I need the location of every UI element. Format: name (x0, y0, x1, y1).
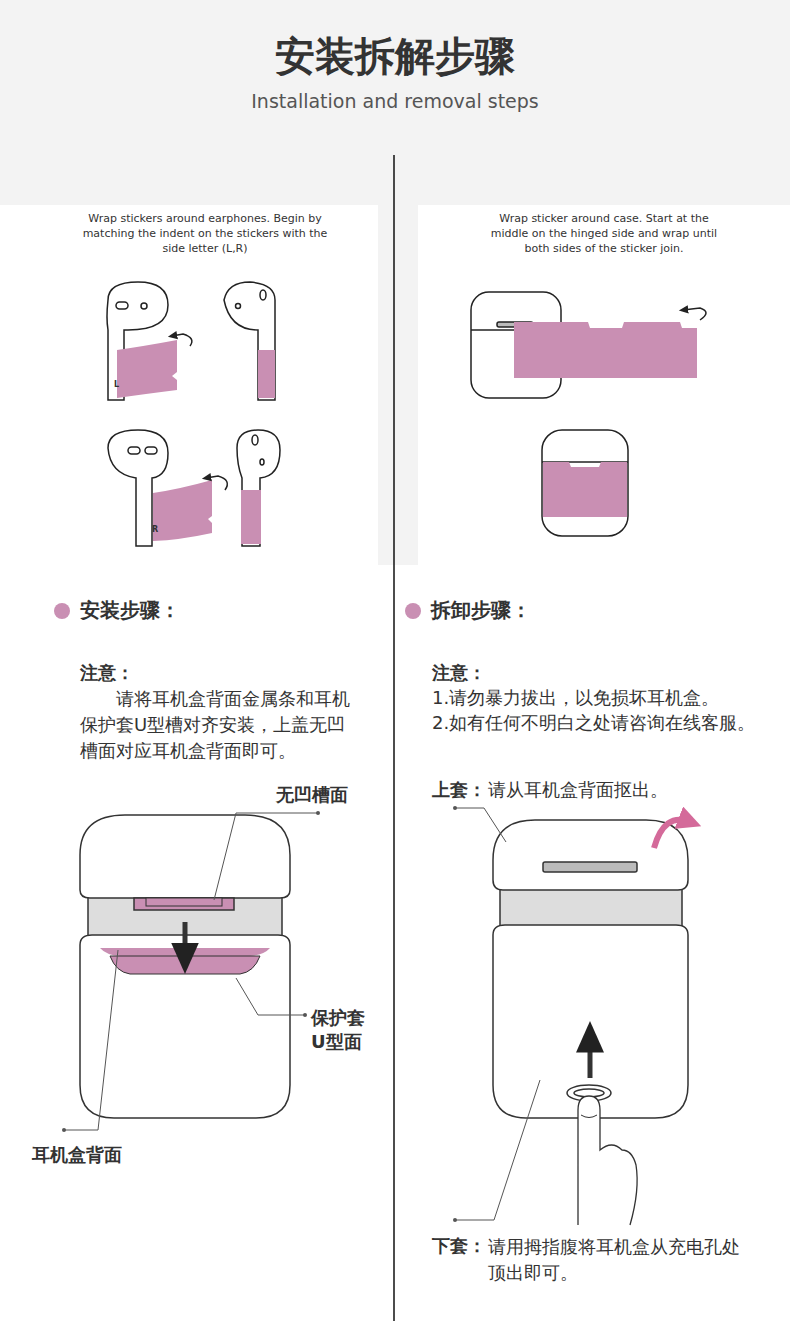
part-label: 耳机盒背面 (32, 1143, 152, 1166)
instruction-note: Wrap stickers around earphones. Begin by… (80, 211, 330, 256)
section-heading: 拆卸步骤： (431, 597, 631, 623)
side-letter: R (152, 525, 164, 535)
note-text: 1.请勿暴力拔出，以免损坏耳机盒。 (432, 686, 782, 709)
bullet (405, 603, 421, 619)
case-sticker (514, 322, 697, 378)
step-heading: 上套： (432, 778, 492, 801)
step-text: 请从耳机盒背面抠出。 (488, 778, 748, 801)
page-title: 安装拆解步骤 (145, 30, 645, 82)
part-label: 无凹槽面 (276, 783, 376, 806)
case-sticker (543, 462, 627, 517)
down-arrow (183, 922, 188, 960)
thumb-nail (581, 1115, 597, 1118)
instruction-note: Wrap sticker around case. Start at the m… (486, 211, 722, 256)
pry-arrow (654, 820, 690, 848)
note-text: 请将耳机盒背面金属条和耳机保护套U型槽对齐安装，上盖无凹槽面对应耳机盒背面即可。 (80, 686, 362, 764)
thumb (578, 1096, 637, 1225)
leader-lines (64, 808, 540, 1220)
earphone-stickers (117, 340, 275, 544)
note-text: 2.如有任何不明白之处请咨询在线客服。 (432, 711, 782, 734)
part-label: 保护套 U型面 (311, 1006, 373, 1054)
note-heading: 注意： (432, 661, 532, 684)
gutter (378, 205, 418, 565)
header-band (0, 0, 790, 205)
removal-case (493, 820, 688, 1118)
section-heading: 安装步骤： (80, 597, 280, 623)
install-case (80, 815, 290, 1118)
up-arrow (588, 1035, 593, 1078)
side-letter: L (114, 380, 126, 390)
earphones (107, 282, 280, 546)
note-heading: 注意： (80, 661, 180, 684)
subtitle: Installation and removal steps (145, 89, 645, 114)
bullet (54, 603, 70, 619)
step-heading: 下套： (432, 1234, 492, 1257)
divider (393, 155, 395, 1321)
step-text: 请用拇指腹将耳机盒从充电孔处顶出即可。 (488, 1234, 750, 1286)
